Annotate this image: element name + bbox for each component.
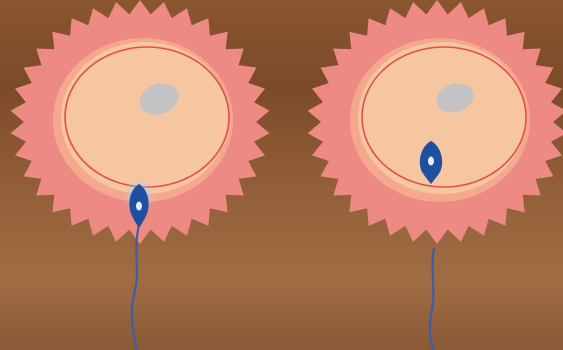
sperm-head-highlight-left bbox=[136, 202, 142, 211]
cytoplasm-right bbox=[358, 42, 526, 194]
cytoplasm-left bbox=[61, 42, 229, 194]
sperm-head-highlight-right bbox=[428, 157, 434, 166]
